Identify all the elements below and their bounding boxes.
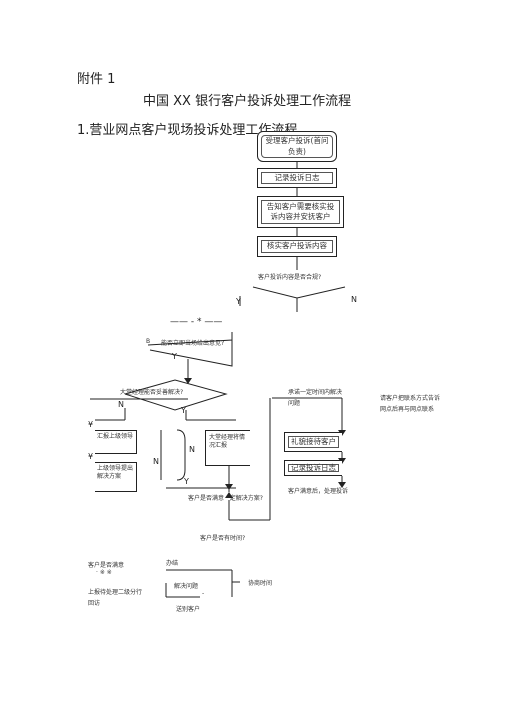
record-log-label: 记录投诉日志 <box>288 463 339 472</box>
star-mark: —— - * —— <box>170 317 223 327</box>
verify-box-label: 核实客户投诉内容 <box>261 240 333 253</box>
record-log-box: 记录投诉日志 <box>284 460 342 476</box>
section-title: 1.营业网点客户现场投诉处理工作流程 <box>77 123 298 138</box>
log-box: 记录投诉日志 <box>257 168 337 188</box>
yes-label-a: Y <box>236 297 241 306</box>
question-reasonable: 客户投诉内容是否合规? <box>258 274 322 281</box>
report-left-yen: ¥ <box>88 452 94 461</box>
inform-box-label: 告知客户需要核实投诉内容并安抚客户 <box>261 200 340 224</box>
page-title: 中国 XX 银行客户投诉处理工作流程 <box>143 94 352 109</box>
upper-solution-box: 上级领导提出解决方案 <box>95 462 137 492</box>
left-satisfied: 客户是否满意 <box>88 562 125 569</box>
report-left-mark: ¥ <box>88 420 94 429</box>
left-follow: 上报待处理二级分行回访 <box>88 589 143 607</box>
no-label-d: N <box>153 457 159 466</box>
lobby-report-box: 大堂经理将情况汇报 <box>205 430 250 466</box>
agreed-time: 协商时间 <box>248 580 273 587</box>
log-box-label: 记录投诉日志 <box>261 172 333 184</box>
attachment-label: 附件 1 <box>77 72 116 87</box>
yes-label-c: Y <box>181 406 186 415</box>
resolve-label: 办结 <box>166 560 179 567</box>
no-label-c: N <box>118 400 124 409</box>
question-resolvable: 能否立即当场给出意见? <box>161 340 225 347</box>
no-label-a: N <box>351 295 357 304</box>
no-label-d2: N <box>189 445 195 454</box>
resolve-dash: - <box>202 590 205 597</box>
verify-box: 核实客户投诉内容 <box>257 236 337 257</box>
upper-solution-label: 上级领导提出解决方案 <box>97 465 134 481</box>
question-resolvable-mark: B <box>146 338 151 345</box>
return-client: 送别客户 <box>176 606 201 613</box>
question-time: 客户是否有时间? <box>200 535 246 542</box>
left-dots: · ※ ※ <box>96 569 112 576</box>
question-lobby: 大堂经理能否妥善解决? <box>120 389 184 396</box>
commit-promise: 承诺一定时间内解决问题 <box>288 389 343 407</box>
inform-box: 告知客户需要核实投诉内容并安抚客户 <box>257 196 344 228</box>
resolve-box-label: 解决问题 <box>174 583 199 590</box>
start-box: 受理客户投诉(首问负责) <box>257 131 337 162</box>
contact-note: 请客户把联系方式告诉网点后再与网点联系 <box>380 395 441 413</box>
report-left-box: 汇报上级领导 <box>95 430 137 454</box>
handle-result: 客户满意后，处理投诉 <box>288 488 349 495</box>
question-satisfied: 客户是否满意 · 定解决方案? <box>188 495 263 502</box>
explain-client-label: 礼貌接待客户 <box>288 436 339 448</box>
start-box-label: 受理客户投诉(首问负责) <box>261 135 333 158</box>
report-left-label: 汇报上级领导 <box>97 433 134 440</box>
yes-label-d: Y <box>184 477 189 486</box>
yes-label-b: Y <box>172 352 177 361</box>
explain-client-box: 礼貌接待客户 <box>284 432 342 452</box>
lobby-report-label: 大堂经理将情况汇报 <box>209 434 246 450</box>
